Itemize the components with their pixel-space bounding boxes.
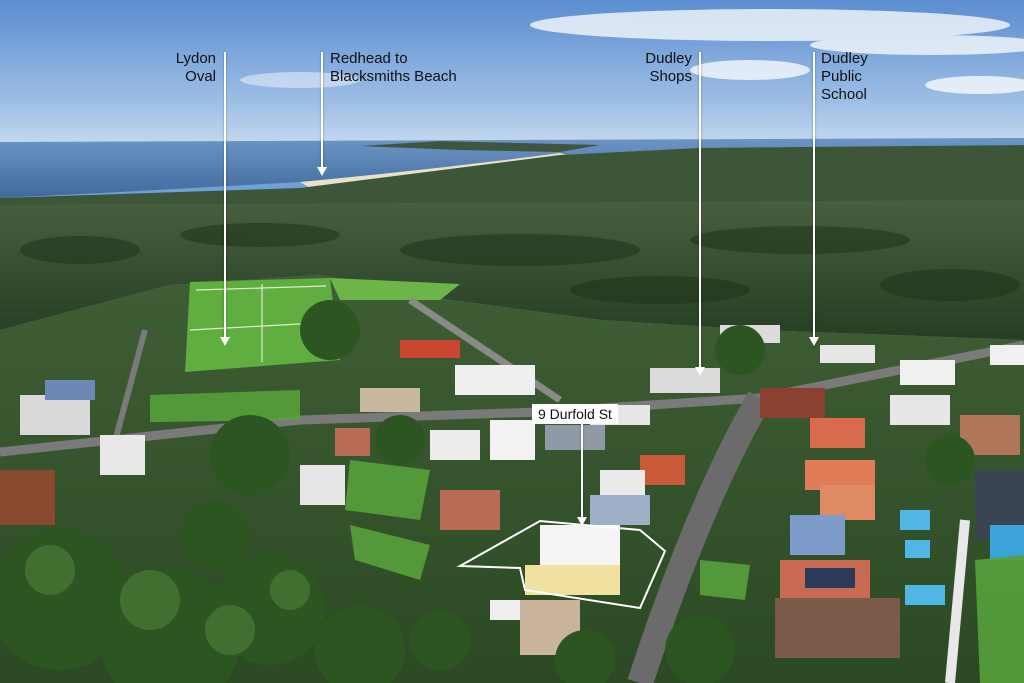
houses <box>0 325 1024 658</box>
label-lydon-oval: Lydon Oval <box>175 50 216 85</box>
forest-texture <box>20 223 1020 304</box>
side-road <box>408 297 562 403</box>
label-redhead-blacksmiths: Redhead to Blacksmiths Beach <box>330 50 457 85</box>
label-property-address: 9 Durfold St <box>532 404 618 424</box>
distant-land <box>0 145 1024 210</box>
durfold-street <box>627 391 772 683</box>
property-boundary <box>456 519 667 610</box>
label-dudley-public-school: Dudley Public School <box>821 50 868 103</box>
label-dudley-shops: Dudley Shops <box>645 50 692 85</box>
pointer-property <box>577 424 587 526</box>
pointer-dudley-public-school <box>809 52 819 346</box>
right-fence-lane <box>945 519 970 683</box>
lawns <box>150 390 1024 683</box>
clouds <box>240 9 1024 94</box>
pointer-redhead-blacksmiths <box>317 52 327 176</box>
sports-field-2 <box>330 278 460 300</box>
beach <box>300 153 570 188</box>
distant-headland <box>360 141 600 152</box>
foreground-tree-highlights <box>25 545 310 655</box>
pointer-lydon-oval <box>220 52 230 346</box>
pointer-dudley-shops <box>695 52 705 376</box>
